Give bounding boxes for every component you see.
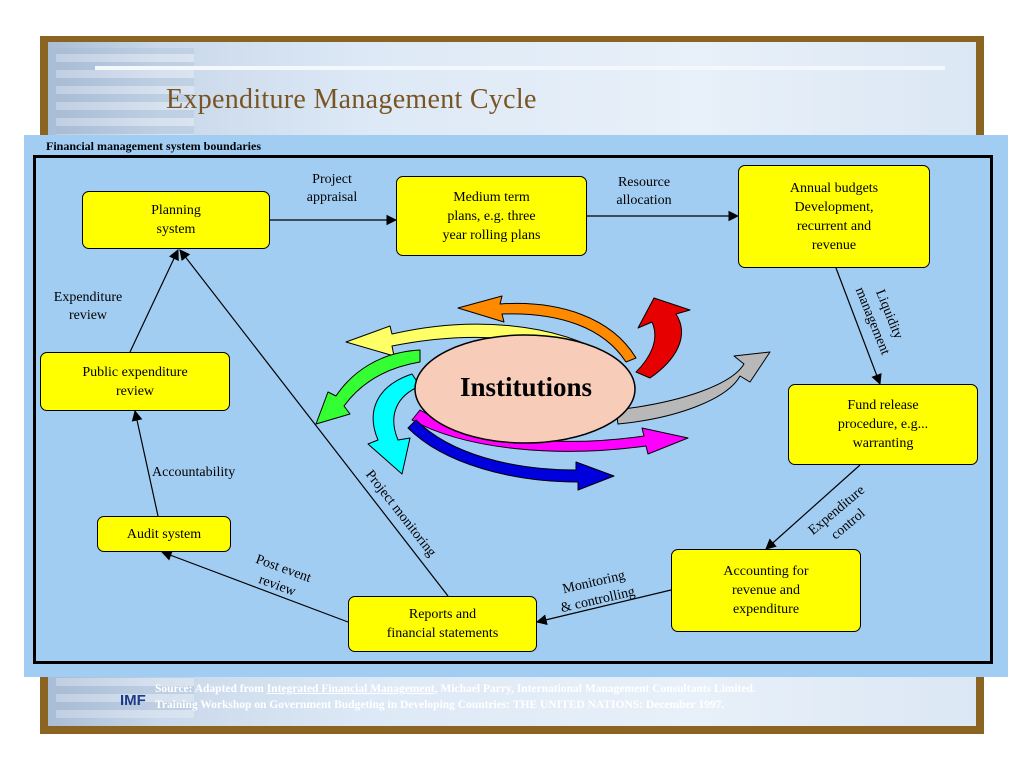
node-fund-release: Fund release procedure, e.g... warrantin… bbox=[788, 384, 978, 465]
imf-logo: IMF bbox=[120, 692, 146, 709]
source-reference-link[interactable]: Integrated Financial Management bbox=[266, 683, 435, 695]
connectors bbox=[129, 210, 882, 625]
node-annual-budgets: Annual budgets Development, recurrent an… bbox=[738, 165, 930, 268]
arrow-reports-to-planning bbox=[179, 249, 449, 597]
institutions-ellipse bbox=[414, 334, 636, 444]
label-resource-allocation: Resource allocation bbox=[616, 175, 672, 208]
institutions-label: Institutions bbox=[459, 372, 593, 402]
arrow-reports-to-audit bbox=[160, 550, 349, 623]
swirl-arrow-blue bbox=[407, 419, 615, 491]
node-medium-term-plans: Medium term plans, e.g. three year rolli… bbox=[396, 176, 587, 256]
node-audit-system: Audit system bbox=[97, 516, 231, 552]
arrow-annual-to-fund bbox=[835, 267, 882, 386]
arrow-fund-to-accounting bbox=[765, 464, 861, 550]
node-public-expenditure-review: Public expenditure review bbox=[40, 352, 230, 411]
frame-divider bbox=[95, 66, 945, 70]
swirl-arrow-grey bbox=[615, 351, 771, 425]
slide-title: Expenditure Management Cycle bbox=[166, 84, 537, 115]
arrow-review-to-planning bbox=[129, 249, 179, 353]
source-line-2: Training Workshop on Government Budgetin… bbox=[155, 699, 725, 711]
node-accounting: Accounting for revenue and expenditure bbox=[671, 549, 861, 632]
source-prefix: Source: Adapted from bbox=[155, 683, 267, 695]
boundary-label: Financial management system boundaries bbox=[46, 139, 262, 153]
label-project-appraisal: Project appraisal bbox=[306, 172, 358, 205]
swirl-arrows bbox=[315, 295, 771, 491]
label-expenditure-review: Expenditure review bbox=[53, 290, 123, 323]
swirl-arrow-cyan bbox=[367, 373, 421, 475]
source-note: Source: Adapted from Integrated Financia… bbox=[155, 681, 955, 713]
swirl-arrow-orange bbox=[457, 295, 637, 363]
node-reports: Reports and financial statements bbox=[348, 596, 537, 652]
swirl-arrow-red bbox=[635, 297, 691, 379]
node-planning-system: Planning system bbox=[82, 191, 270, 249]
source-suffix: , Michael Parry, International Managemen… bbox=[434, 683, 756, 695]
arrow-accounting-to-reports bbox=[535, 589, 672, 625]
swirl-arrow-green bbox=[315, 349, 421, 425]
system-boundary bbox=[33, 155, 993, 664]
label-accountability: Accountability bbox=[152, 465, 236, 480]
arrow-audit-to-review bbox=[131, 409, 159, 517]
